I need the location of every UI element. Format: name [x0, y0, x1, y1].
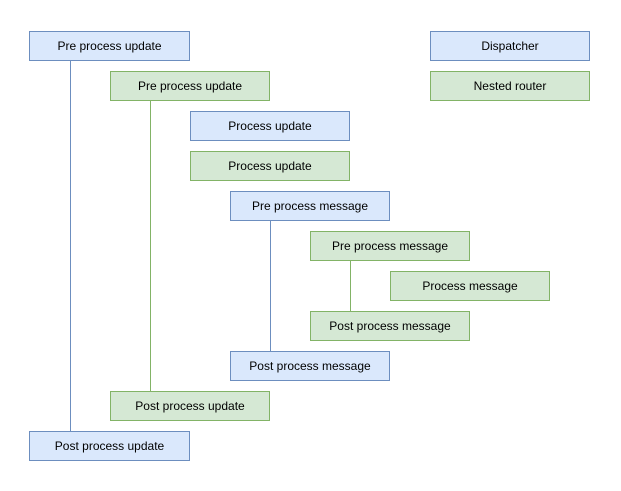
- node-label: Pre process update: [137, 78, 243, 93]
- node-n2[interactable]: Pre process update: [110, 71, 270, 101]
- node-label: Pre process message: [331, 238, 449, 253]
- node-label: Post process update: [135, 398, 245, 413]
- node-n6[interactable]: Pre process message: [310, 231, 470, 261]
- node-label: Post process message: [249, 358, 371, 373]
- node-n11[interactable]: Post process update: [29, 431, 190, 461]
- node-label: Process update: [228, 158, 312, 173]
- connector-n5-to-n9: [270, 221, 271, 351]
- node-label: Pre process update: [57, 38, 162, 53]
- legend-item-dispatcher: Dispatcher: [430, 31, 590, 61]
- node-label: Pre process message: [251, 198, 369, 213]
- node-label: Process update: [228, 118, 312, 133]
- node-n9[interactable]: Post process message: [230, 351, 390, 381]
- node-n7[interactable]: Process message: [390, 271, 550, 301]
- node-n3[interactable]: Process update: [190, 111, 350, 141]
- node-label: Post process update: [54, 438, 165, 453]
- connector-n1-to-n11: [70, 61, 71, 431]
- legend-item-label: Nested router: [473, 79, 547, 93]
- node-n4[interactable]: Process update: [190, 151, 350, 181]
- node-n1[interactable]: Pre process update: [29, 31, 190, 61]
- node-label: Process message: [422, 278, 518, 293]
- node-label: Post process message: [329, 318, 451, 333]
- legend-item-label: Dispatcher: [481, 39, 539, 53]
- node-n10[interactable]: Post process update: [110, 391, 270, 421]
- connector-n2-to-n10: [150, 101, 151, 391]
- node-n5[interactable]: Pre process message: [230, 191, 390, 221]
- legend-item-router: Nested router: [430, 71, 590, 101]
- node-n8[interactable]: Post process message: [310, 311, 470, 341]
- connector-n6-to-n8: [350, 261, 351, 311]
